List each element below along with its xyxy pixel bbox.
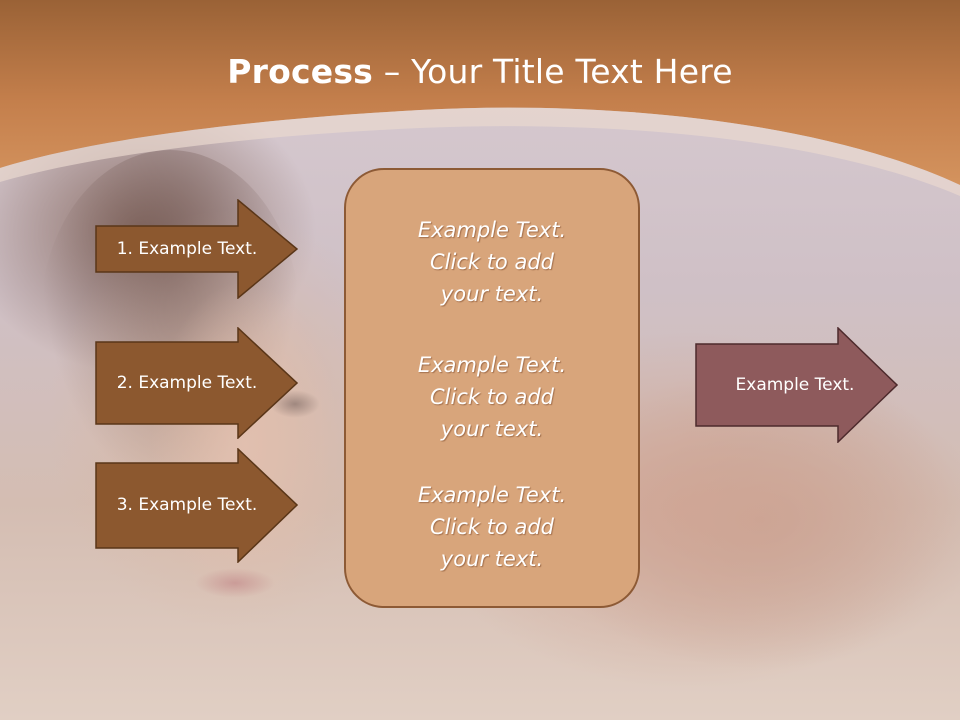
center-text-line: Example Text. — [417, 218, 567, 242]
step-arrow-2[interactable]: 2. Example Text. — [95, 327, 298, 439]
center-text-line: your text. — [440, 547, 544, 571]
center-text-block-3: Example Text. Click to add your text. — [346, 479, 638, 575]
center-text-line: Example Text. — [417, 353, 567, 377]
title-bold: Process — [227, 52, 374, 91]
center-text-line: Example Text. — [417, 483, 567, 507]
result-arrow[interactable]: Example Text. — [695, 327, 898, 443]
step-label-1: 1. Example Text. — [116, 239, 258, 259]
center-text-line: Click to add — [429, 250, 554, 274]
center-text-line: Click to add — [429, 385, 554, 409]
step-label-2: 2. Example Text. — [116, 373, 258, 393]
step-arrow-3[interactable]: 3. Example Text. — [95, 448, 298, 563]
step-arrow-1[interactable]: 1. Example Text. — [95, 199, 298, 299]
title-rest: – Your Title Text Here — [373, 52, 733, 91]
step-label-3: 3. Example Text. — [116, 495, 258, 515]
center-text-line: your text. — [440, 417, 544, 441]
header-band — [0, 0, 960, 196]
background-photo-lips — [195, 568, 275, 598]
center-text-line: Click to add — [429, 515, 554, 539]
center-text-block-1: Example Text. Click to add your text. — [346, 214, 638, 310]
center-text-block-2: Example Text. Click to add your text. — [346, 349, 638, 445]
center-text-box[interactable]: Example Text. Click to add your text. Ex… — [344, 168, 640, 608]
result-label: Example Text. — [735, 375, 855, 395]
center-text-line: your text. — [440, 282, 544, 306]
slide-title: Process – Your Title Text Here — [0, 52, 960, 91]
